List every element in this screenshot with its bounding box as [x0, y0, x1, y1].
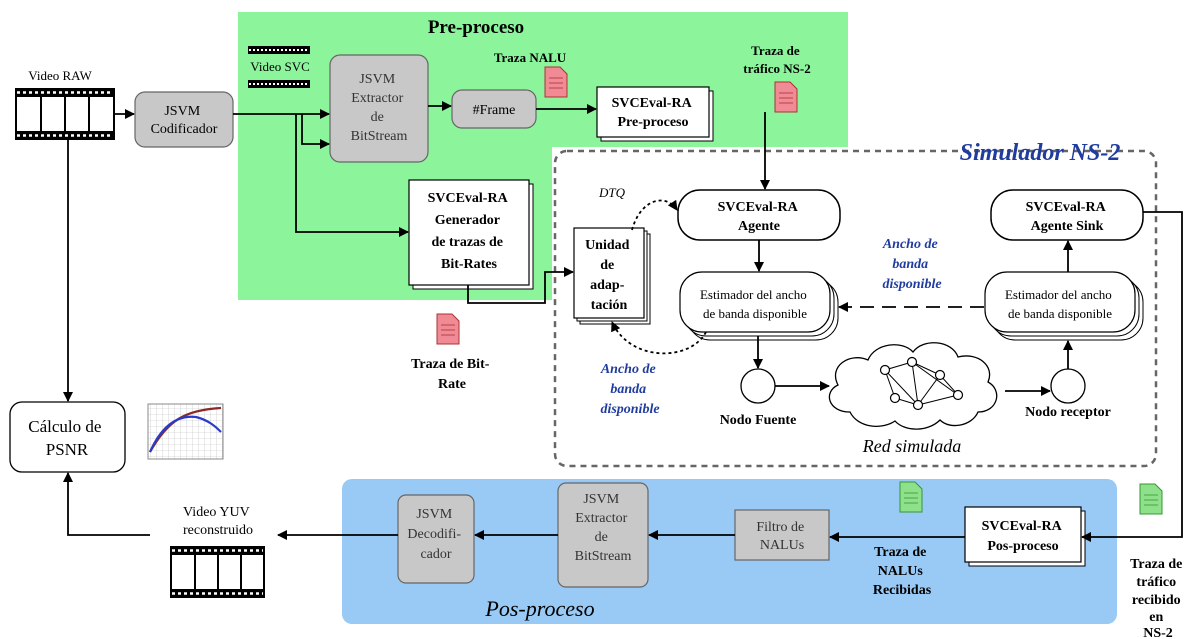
dtq-label: DTQ: [598, 185, 626, 200]
simulador-region: [553, 149, 1158, 468]
posproceso-title: Pos-proceso: [484, 596, 594, 621]
estimador-left-label: Estimador del ancho de banda disponible: [700, 287, 810, 321]
psnr-chart-icon: [147, 403, 224, 460]
nodo-receptor-label: Nodo receptor: [1025, 405, 1111, 420]
estimador-left-stack: [679, 271, 839, 341]
film-strip-icon-svc: [248, 46, 310, 88]
filtro-nalus-box: [734, 509, 830, 561]
jsvm-decodificador-label: JSVM Decodifi- cador: [407, 507, 464, 562]
document-icon-traza-bitrate: [436, 313, 460, 345]
posproceso-region: [342, 479, 1117, 624]
jsvm-extractor-bottom-label: JSVM Extractor de BitStream: [575, 492, 632, 564]
film-strip-icon-yuv: [170, 546, 265, 598]
traza-trafico-label: Traza de tráfico NS-2: [743, 43, 811, 76]
nodo-fuente-label: Nodo Fuente: [720, 413, 797, 428]
svceval-preproceso-box: [596, 86, 710, 138]
nodo-fuente-circle: [740, 368, 776, 404]
svceval-preproceso-label: SVCEval-RA Pre-proceso: [612, 96, 695, 130]
jsvm-codificador-box: [134, 91, 234, 148]
svceval-posproceso-label: SVCEval-RA Pos-proceso: [982, 519, 1065, 554]
nodo-receptor-circle: [1050, 368, 1086, 404]
ancho-banda-middle-label: Ancho de banda disponible: [882, 237, 942, 292]
estimador-right-label: Estimador del ancho de banda disponible: [1005, 287, 1115, 321]
red-simulada-label: Red simulada: [862, 436, 962, 456]
traza-nalu-label: Traza NALU: [494, 50, 567, 65]
film-strip-icon-raw: [15, 88, 115, 140]
connectors: [63, 101, 1183, 542]
jsvm-extractor-top-label: JSVM Extractor de BitStream: [351, 72, 408, 144]
document-icon-traza-nalu: [544, 66, 568, 98]
unidad-adaptacion-label: Unidad de adap- tación: [585, 238, 633, 313]
document-icon-nalus-recibidas: [899, 481, 923, 513]
jsvm-codificador-label: JSVM Codificador: [151, 104, 218, 137]
calculo-psnr-label: Cálculo de PSNR: [28, 417, 105, 459]
ancho-banda-left-label: Ancho de banda disponible: [600, 362, 660, 417]
filtro-nalus-label: Filtro de NALUs: [756, 520, 807, 553]
svceval-generador-label: SVCEval-RA Generador de trazas de Bit-Ra…: [428, 191, 511, 272]
unidad-adaptacion-box: [573, 227, 645, 319]
calculo-psnr-box: [9, 401, 126, 473]
document-icon-traza-trafico: [774, 81, 798, 113]
video-raw-label: Video RAW: [28, 68, 92, 83]
video-svc-label: Video SVC: [250, 59, 310, 74]
traza-nalus-recibidas-label: Traza de NALUs Recibidas: [873, 545, 932, 598]
svceval-posproceso-box: [964, 506, 1082, 563]
frame-label: #Frame: [473, 103, 516, 118]
svceval-agente-label: SVCEval-RA Agente: [718, 200, 801, 234]
simulador-title: Simulador NS-2: [960, 140, 1121, 166]
video-yuv-label: Video YUV reconstruido: [183, 505, 253, 538]
document-icon-trafico-recibido: [1139, 483, 1163, 515]
svceval-sink-label: SVCEval-RA Agente Sink: [1026, 200, 1109, 234]
preproceso-title: Pre-proceso: [428, 17, 524, 38]
svceval-generador-box: [408, 179, 530, 286]
traza-trafico-recibido-label: Traza de tráfico recibido en NS-2: [1130, 557, 1186, 639]
traza-bitrate-label: Traza de Bit- Rate: [411, 357, 493, 392]
jsvm-extractor-top-box: [329, 54, 429, 163]
estimador-right-stack: [984, 271, 1144, 341]
red-simulada-cloud-icon: [828, 342, 998, 430]
